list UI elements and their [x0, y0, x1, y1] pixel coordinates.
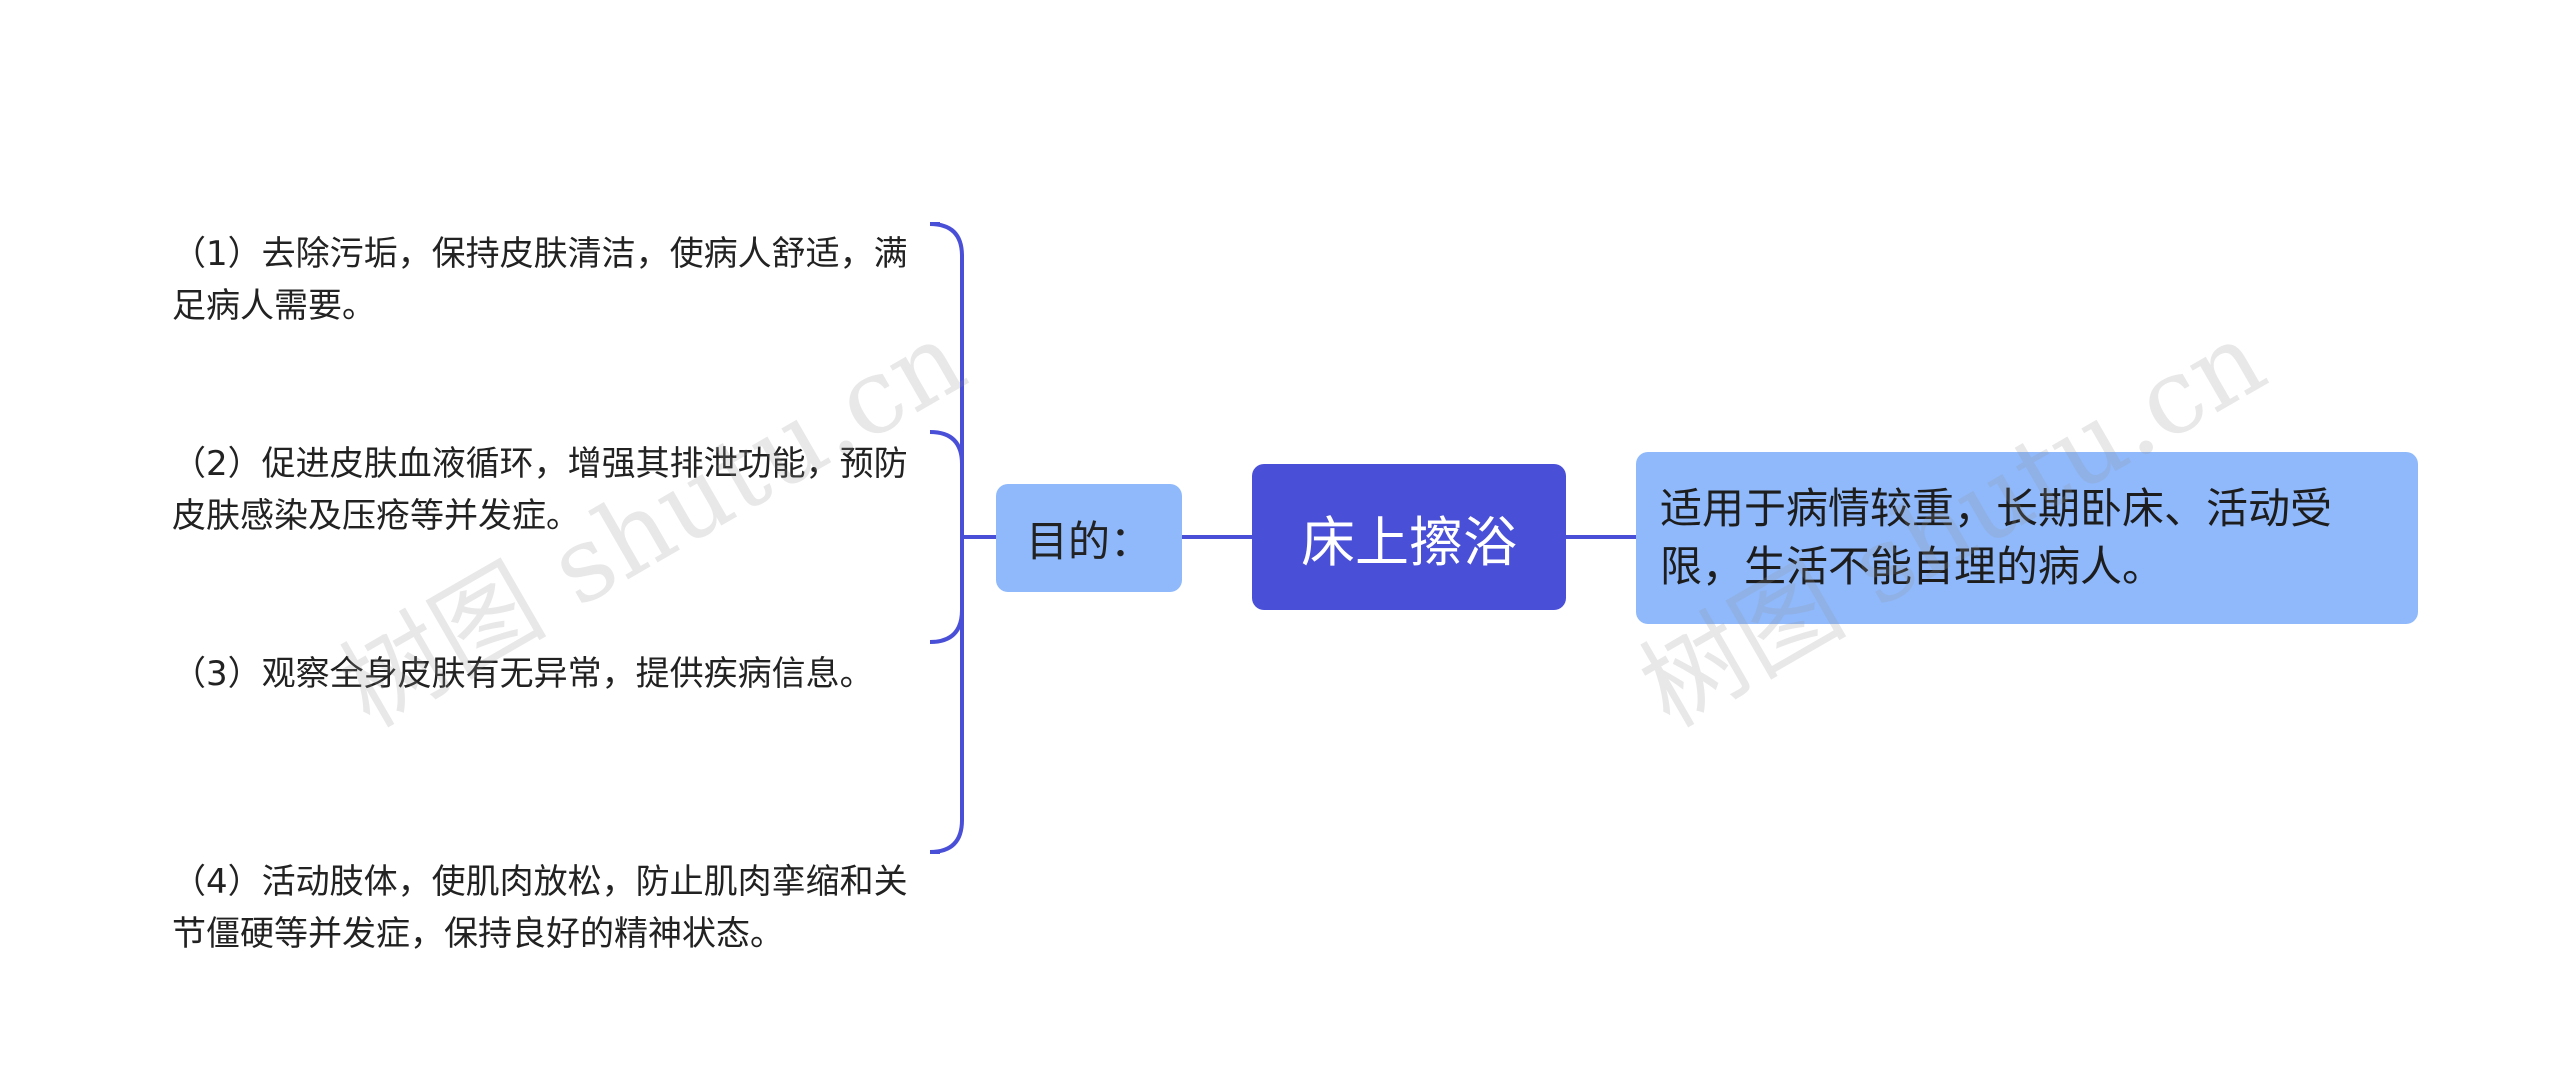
purpose-item-1[interactable]: （1）去除污垢，保持皮肤清洁，使病人舒适，满足病人需要。 [172, 176, 912, 332]
purpose-item-4[interactable]: （4）活动肢体，使肌肉放松，防止肌肉挛缩和关节僵硬等并发症，保持良好的精神状态。 [172, 804, 912, 960]
purpose-node[interactable]: 目的： [996, 484, 1182, 592]
purpose-label: 目的： [1025, 516, 1152, 566]
purpose-item-2[interactable]: （2）促进皮肤血液循环，增强其排泄功能，预防皮肤感染及压疮等并发症。 [172, 386, 912, 542]
purpose-item-3[interactable]: （3）观察全身皮肤有无异常，提供疾病信息。 [172, 596, 912, 700]
bracket-line [929, 222, 964, 854]
tick-3 [929, 609, 964, 644]
suitable-node[interactable]: 适用于病情较重，长期卧床、活动受限，生活不能自理的病人。 [1636, 452, 2418, 624]
suitable-text: 适用于病情较重，长期卧床、活动受限，生活不能自理的病人。 [1660, 484, 2333, 591]
purpose-item-3-text: （3）观察全身皮肤有无异常，提供疾病信息。 [172, 654, 874, 694]
central-topic-label: 床上擦浴 [1301, 510, 1517, 574]
purpose-item-4-text: （4）活动肢体，使肌肉放松，防止肌肉挛缩和关节僵硬等并发症，保持良好的精神状态。 [172, 862, 908, 954]
purpose-item-1-text: （1）去除污垢，保持皮肤清洁，使病人舒适，满足病人需要。 [172, 234, 908, 326]
purpose-item-2-text: （2）促进皮肤血液循环，增强其排泄功能，预防皮肤感染及压疮等并发症。 [172, 444, 908, 536]
central-topic-node[interactable]: 床上擦浴 [1252, 464, 1566, 610]
tick-2 [929, 430, 964, 465]
